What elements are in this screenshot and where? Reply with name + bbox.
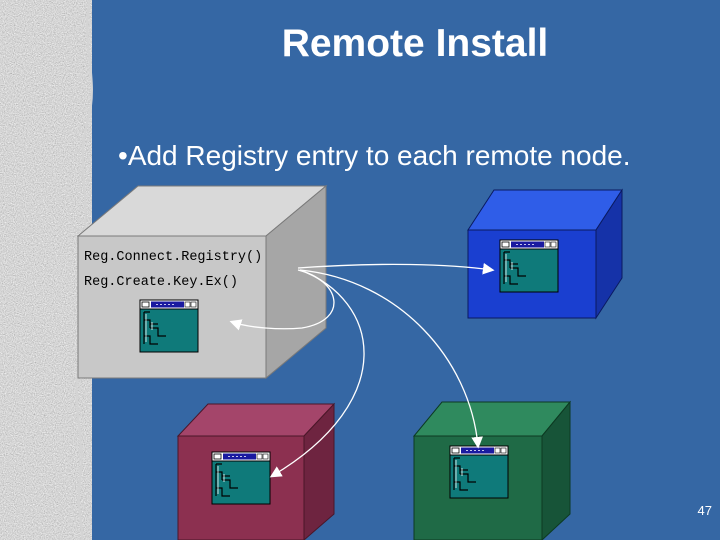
code-line-create-key: Reg.Create.Key.Ex() bbox=[84, 275, 238, 290]
registry-window-icon bbox=[499, 239, 559, 293]
slide-title: Remote Install bbox=[281, 22, 549, 65]
registry-window-icon bbox=[449, 445, 509, 499]
stone-texture bbox=[0, 0, 92, 540]
bullet-marker: • bbox=[118, 140, 128, 171]
page-number: 47 bbox=[697, 503, 712, 518]
bullet-item: •Add Registry entry to each remote node. bbox=[118, 140, 631, 172]
registry-window-icon bbox=[211, 451, 271, 505]
registry-window-icon bbox=[139, 299, 199, 353]
remote-node-red-cube bbox=[176, 402, 336, 540]
code-line-connect-registry: Reg.Connect.Registry() bbox=[84, 250, 263, 265]
bullet-text: Add Registry entry to each remote node. bbox=[127, 140, 631, 171]
connection-arrows bbox=[229, 262, 495, 478]
